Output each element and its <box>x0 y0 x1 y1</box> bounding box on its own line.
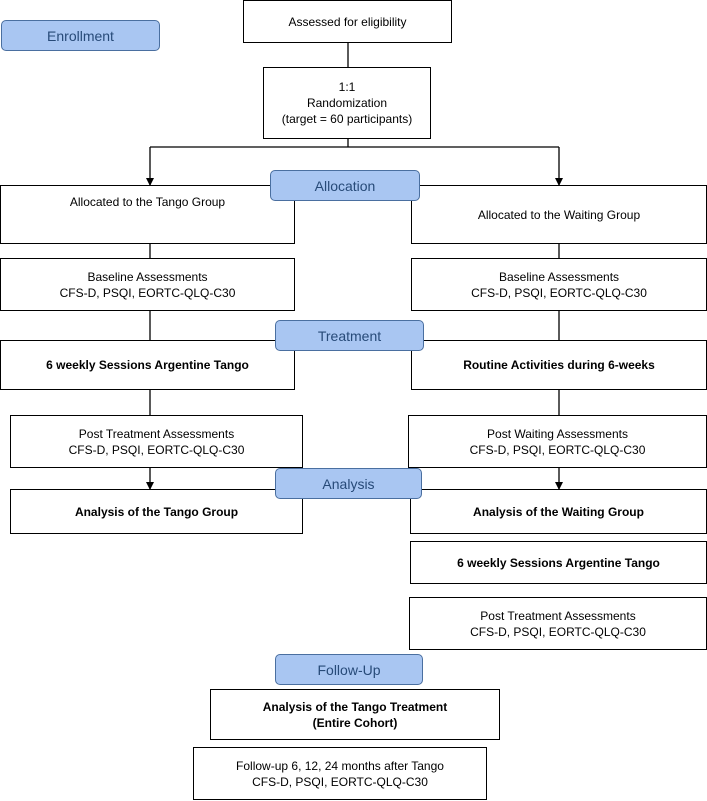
cohort-analysis-subtitle: (Entire Cohort) <box>312 715 398 730</box>
tango-analysis-label: Analysis of the Tango Group <box>74 504 239 519</box>
stage-label-analysis: Analysis <box>275 468 422 499</box>
waiting-tango-post-measures: CFS-D, PSQI, EORTC-QLQ-C30 <box>470 624 646 639</box>
tango-allocation-box: Allocated to the Tango Group <box>0 185 295 244</box>
tango-analysis-box: Analysis of the Tango Group <box>10 489 303 534</box>
tango-allocation-label: Allocated to the Tango Group <box>69 195 226 209</box>
eligibility-box: Assessed for eligibility <box>243 0 452 43</box>
tango-baseline-box: Baseline Assessments CFS-D, PSQI, EORTC-… <box>0 258 295 311</box>
stage-label-treatment: Treatment <box>275 320 424 351</box>
tango-baseline-title: Baseline Assessments <box>87 269 208 284</box>
routine-activities-label: Routine Activities during 6-weeks <box>463 358 655 372</box>
waiting-tango-post-title: Post Treatment Assessments <box>480 608 636 623</box>
cohort-analysis-title: Analysis of the Tango Treatment <box>262 699 448 714</box>
stage-label-allocation: Allocation <box>270 170 420 201</box>
randomization-title: Randomization <box>306 96 388 110</box>
tango-post-measures: CFS-D, PSQI, EORTC-QLQ-C30 <box>68 442 245 457</box>
waiting-baseline-title: Baseline Assessments <box>498 269 620 284</box>
routine-activities-box: Routine Activities during 6-weeks <box>411 340 707 390</box>
follow-up-title: Follow-up 6, 12, 24 months after Tango <box>236 758 444 773</box>
waiting-tango-sessions-box: 6 weekly Sessions Argentine Tango <box>410 541 707 584</box>
randomization-target: (target = 60 participants) <box>281 112 413 126</box>
tango-baseline-measures: CFS-D, PSQI, EORTC-QLQ-C30 <box>59 285 236 300</box>
tango-post-title: Post Treatment Assessments <box>78 426 235 441</box>
randomization-box: 1:1 Randomization (target = 60 participa… <box>263 67 431 139</box>
cohort-analysis-box: Analysis of the Tango Treatment (Entire … <box>210 689 500 740</box>
follow-up-box: Follow-up 6, 12, 24 months after Tango C… <box>193 747 487 800</box>
waiting-post-box: Post Waiting Assessments CFS-D, PSQI, EO… <box>408 415 707 468</box>
tango-sessions-box: 6 weekly Sessions Argentine Tango <box>0 340 295 390</box>
randomization-ratio: 1:1 <box>338 80 356 94</box>
waiting-baseline-measures: CFS-D, PSQI, EORTC-QLQ-C30 <box>471 285 647 300</box>
waiting-post-title: Post Waiting Assessments <box>487 426 628 441</box>
stage-label-enrollment: Enrollment <box>1 20 160 51</box>
tango-post-box: Post Treatment Assessments CFS-D, PSQI, … <box>10 415 303 468</box>
waiting-tango-sessions-label: 6 weekly Sessions Argentine Tango <box>457 555 660 570</box>
waiting-post-measures: CFS-D, PSQI, EORTC-QLQ-C30 <box>469 442 646 457</box>
waiting-allocation-box: Allocated to the Waiting Group <box>411 185 707 244</box>
waiting-analysis-label: Analysis of the Waiting Group <box>473 504 644 519</box>
waiting-baseline-box: Baseline Assessments CFS-D, PSQI, EORTC-… <box>411 258 707 311</box>
follow-up-measures: CFS-D, PSQI, EORTC-QLQ-C30 <box>252 774 428 789</box>
waiting-tango-post-box: Post Treatment Assessments CFS-D, PSQI, … <box>409 597 707 650</box>
tango-sessions-label: 6 weekly Sessions Argentine Tango <box>46 358 249 372</box>
stage-label-follow-up: Follow-Up <box>275 654 423 685</box>
waiting-allocation-label: Allocated to the Waiting Group <box>477 207 641 222</box>
eligibility-line-1: Assessed for eligibility <box>288 14 407 29</box>
waiting-analysis-box: Analysis of the Waiting Group <box>410 489 707 534</box>
